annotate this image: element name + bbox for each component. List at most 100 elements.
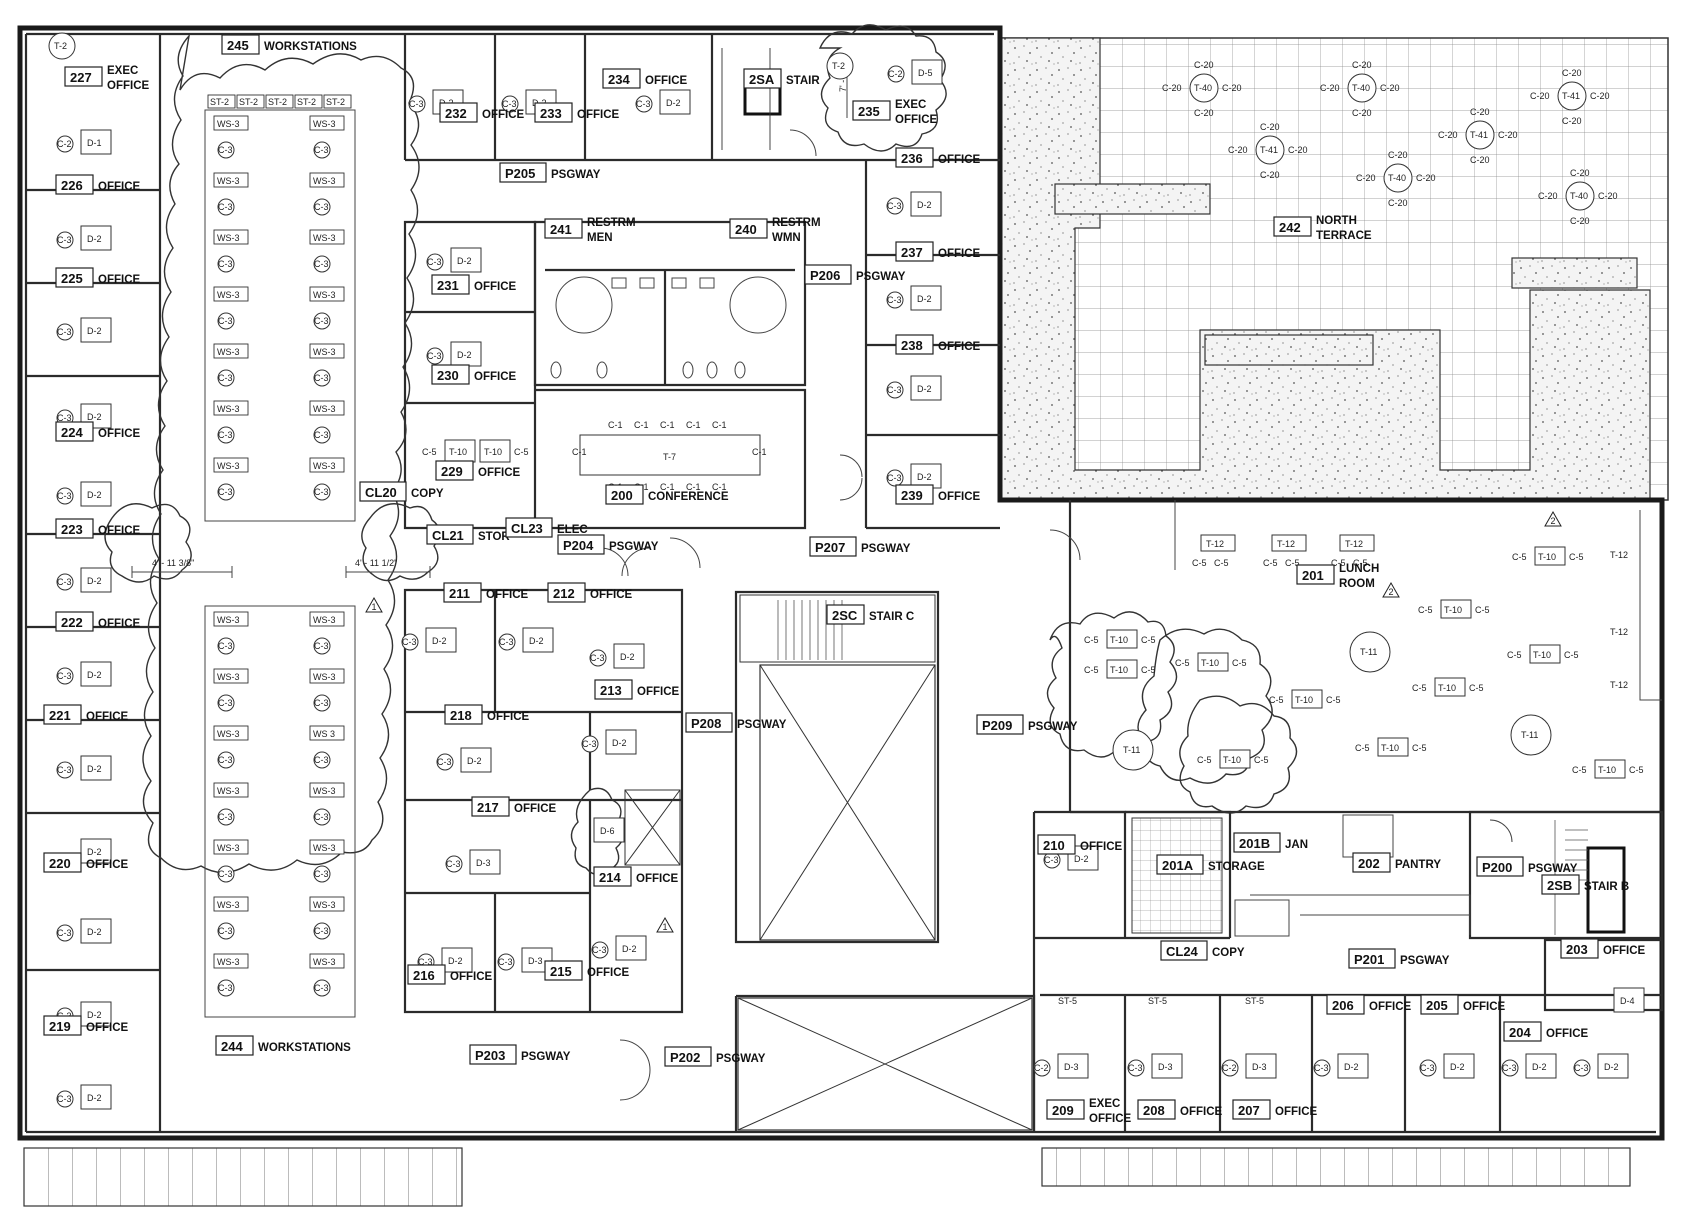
- chair-tag: C-3: [57, 1094, 72, 1104]
- room-number: 245: [227, 38, 249, 53]
- chair-tag: C-20: [1320, 83, 1340, 93]
- chair-tag: C-1: [660, 482, 675, 492]
- room-number: P207: [815, 540, 845, 555]
- table-tag: T-10: [1533, 650, 1551, 660]
- chair-tag: C-3: [57, 928, 72, 938]
- room-number: 213: [600, 683, 622, 698]
- table-tag: T-41: [1260, 145, 1278, 155]
- room-name: STAIR: [786, 75, 820, 87]
- workstation-tag: WS-3: [313, 615, 336, 625]
- room-name: OFFICE: [1080, 841, 1122, 853]
- desk-tag: D-2: [87, 927, 102, 937]
- chair-tag: C-20: [1562, 68, 1582, 78]
- shaft-south: [737, 997, 1033, 1131]
- room-name: STAIR C: [869, 611, 914, 623]
- room-name: OFFICE: [1369, 1001, 1411, 1013]
- chair-tag: C-3: [218, 259, 233, 269]
- workstation-tag: WS-3: [217, 843, 240, 853]
- room-number: 212: [553, 586, 575, 601]
- chair-tag: C-5: [1475, 605, 1490, 615]
- table-tag: T-12: [1610, 550, 1628, 560]
- svg-text:1: 1: [372, 602, 377, 612]
- desk-tag: D-2: [917, 472, 932, 482]
- table-tag: T-10: [1538, 552, 1556, 562]
- room-name: OFFICE: [938, 154, 980, 166]
- desk-tag: D-2: [87, 234, 102, 244]
- room-number: 201A: [1162, 858, 1194, 873]
- room-number: 217: [477, 800, 499, 815]
- room-name: WMN: [772, 232, 801, 244]
- room-number: 233: [540, 106, 562, 121]
- table-tag: T-12: [1277, 539, 1295, 549]
- chair-tag: C-5: [1285, 558, 1300, 568]
- workstation-tag: WS-3: [313, 176, 336, 186]
- room-number: 234: [608, 72, 630, 87]
- chair-tag: C-3: [57, 327, 72, 337]
